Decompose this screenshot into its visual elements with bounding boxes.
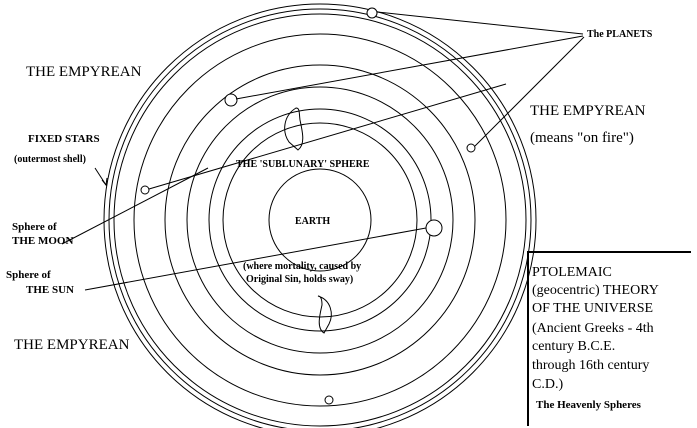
planets-label: The PLANETS	[587, 29, 653, 40]
earth-circle	[268, 168, 372, 272]
sublunary-curls	[284, 107, 332, 334]
planet-marker	[324, 395, 334, 405]
title-line: through 16th century	[532, 358, 649, 373]
sun-label-line2: THE SUN	[26, 284, 74, 296]
moon-label-line1: Sphere of	[12, 221, 57, 233]
title-line: PTOLEMAIC	[532, 265, 612, 280]
planet-marker	[366, 7, 378, 19]
empyrean-meaning-label: (means "on fire")	[530, 130, 634, 146]
empyrean-boundary-ring	[103, 3, 537, 428]
empyrean-label-right: THE EMPYREAN	[530, 103, 646, 119]
planets-pointer	[474, 36, 585, 147]
moon-marker	[140, 185, 150, 195]
fixed-stars-arrowhead	[101, 177, 108, 187]
fixed-stars-label: FIXED STARS	[28, 133, 100, 145]
planets	[140, 7, 476, 405]
title-line: (geocentric) THEORY	[532, 283, 659, 298]
pointer-lines	[61, 11, 585, 291]
title-line: C.D.)	[532, 377, 563, 392]
planets-pointer	[376, 11, 584, 35]
planet-sphere-ring	[164, 64, 476, 376]
sublunary-curl-bottom	[317, 295, 332, 334]
sublunary-sphere-label: THE 'SUBLUNARY' SPHERE	[236, 159, 370, 170]
sun-label-line1: Sphere of	[6, 269, 51, 281]
fixed-stars-inner-ring	[113, 13, 527, 427]
empyrean-label-top-left: THE EMPYREAN	[26, 64, 142, 80]
sun-sphere-ring	[208, 108, 432, 332]
fixed-stars-note: (outermost shell)	[14, 154, 86, 165]
planet-sphere-ring	[133, 33, 507, 407]
title-box: PTOLEMAIC (geocentric) THEORY OF THE UNI…	[527, 251, 691, 426]
planets-pointer	[235, 35, 584, 100]
sun-marker	[425, 219, 443, 237]
planets-pointer	[148, 83, 507, 190]
title-line: (Ancient Greeks - 4th	[532, 321, 654, 336]
title-subtitle: The Heavenly Spheres	[536, 399, 642, 411]
title-line: OF THE UNIVERSE	[532, 301, 653, 316]
title-box-border	[527, 251, 691, 426]
planet-marker	[224, 93, 238, 107]
title-line: century B.C.E.	[532, 339, 615, 354]
sublunary-curl-top	[284, 107, 304, 151]
moon-pointer	[61, 167, 209, 245]
earth-label: EARTH	[295, 216, 330, 227]
planet-marker	[466, 143, 476, 153]
planet-sphere-ring	[186, 86, 454, 354]
mortality-note-line1: (where mortality, caused by	[243, 261, 361, 272]
mortality-note-line2: Original Sin, holds sway)	[246, 274, 353, 285]
empyrean-label-bottom-left: THE EMPYREAN	[14, 337, 130, 353]
moon-label-line2: THE MOON	[12, 235, 73, 247]
sun-pointer	[84, 227, 427, 291]
